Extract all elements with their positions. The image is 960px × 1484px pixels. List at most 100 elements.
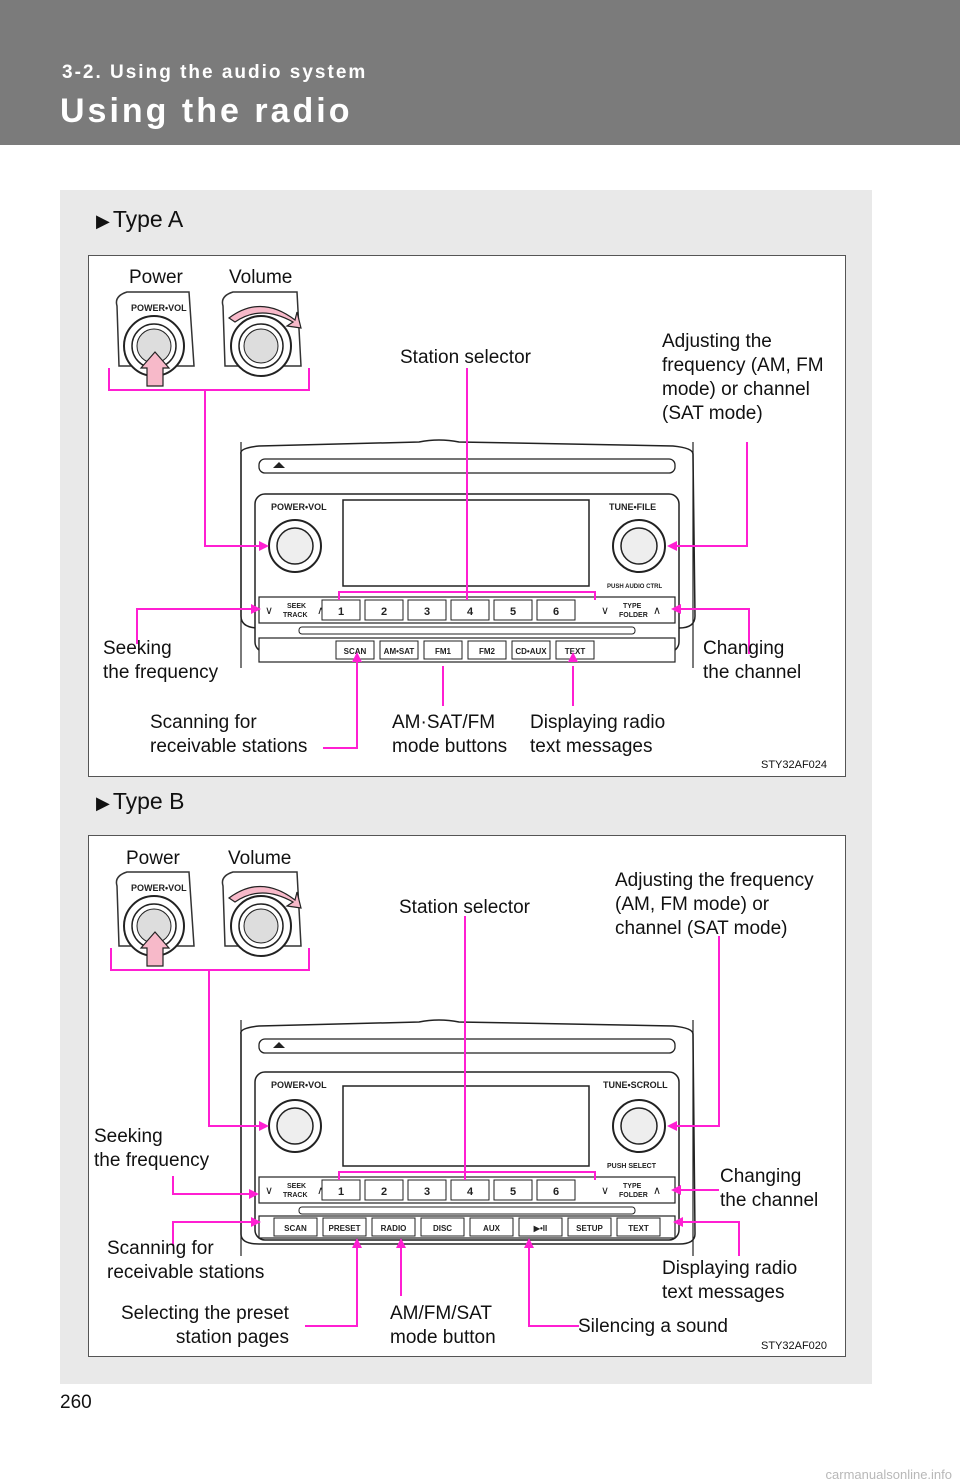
triangle-right-icon: ▶ (96, 211, 110, 231)
figure-code-a: STY32AF024 (761, 759, 828, 771)
function-label: PRESET (328, 1224, 360, 1233)
type-b-drawing: POWER•VOL POWER•VOL TUNE•SCROLL PUSH SEL… (110, 871, 740, 1327)
preset-button (536, 1179, 576, 1201)
function-button (567, 1217, 612, 1237)
type-a-drawing: POWER•VOL POWER•VOL TUNE•FILE PUSH AUDIO… (108, 291, 750, 749)
volume-label-b: Volume (228, 848, 292, 869)
figure-type-a: POWER•VOL POWER•VOL TUNE•FILE PUSH AUDIO… (88, 255, 846, 777)
unit-a-right-knob-sub: PUSH AUDIO CTRL (607, 584, 662, 590)
function-label: SCAN (344, 647, 367, 656)
function-label: CD•AUX (515, 647, 547, 656)
preset-button (364, 599, 404, 621)
unit-a-right-knob-label: TUNE•FILE (609, 502, 656, 512)
preset-button (536, 599, 576, 621)
volume-knob-illustration-b (221, 871, 302, 957)
station-selector-label-a: Station selector (400, 347, 531, 368)
seeking-label-b: Seeking the frequency (94, 1126, 210, 1171)
preset-label: 2 (381, 1186, 387, 1198)
preset-button (407, 1179, 447, 1201)
scanning-label-b: Scanning for receivable stations (107, 1238, 265, 1283)
mode-buttons-label-a: AM·SAT/FM mode buttons (392, 712, 508, 757)
function-label: AM•SAT (384, 647, 415, 656)
function-button (273, 1217, 318, 1237)
function-label: DISC (433, 1224, 452, 1233)
power-knob-illustration-b: POWER•VOL (115, 871, 195, 967)
preset-button (450, 1179, 490, 1201)
unit-b-buttons: SCAN PRESET RADIO DISC AUX ▶•II SETUP TEXT (273, 1217, 661, 1237)
svg-text:∧: ∧ (317, 605, 325, 617)
preset-label: 1 (338, 1186, 344, 1198)
function-label: RADIO (381, 1224, 407, 1233)
preset-button (493, 1179, 533, 1201)
unit-b-left-knob-label: POWER•VOL (271, 1080, 327, 1090)
function-button (322, 1217, 367, 1237)
changing-label-a: Changing the channel (703, 638, 802, 683)
svg-text:∨: ∨ (601, 1185, 609, 1197)
function-button (379, 640, 419, 660)
preset-pages-label-b: Selecting the preset station pages (121, 1303, 289, 1348)
function-button (423, 640, 463, 660)
svg-text:TRACK: TRACK (283, 1192, 308, 1199)
type-b-heading: ▶Type B (96, 788, 185, 814)
preset-button (321, 599, 361, 621)
unit-b-right-knob-sub: PUSH SELECT (607, 1163, 657, 1170)
preset-button (450, 599, 490, 621)
function-button (469, 1217, 514, 1237)
figure-code-b: STY32AF020 (761, 1340, 828, 1352)
svg-text:∧: ∧ (317, 1185, 325, 1197)
adjusting-label-b: Adjusting the frequency (AM, FM mode) or… (615, 870, 814, 939)
type-a-heading: ▶Type A (96, 206, 184, 232)
knob-text-b: POWER•VOL (131, 883, 187, 893)
callout-arrowheads-b (249, 1121, 683, 1248)
function-label: SETUP (576, 1224, 603, 1233)
function-button (420, 1217, 465, 1237)
function-label: TEXT (628, 1224, 649, 1233)
svg-text:FOLDER: FOLDER (619, 1192, 648, 1199)
preset-label: 6 (553, 606, 559, 618)
function-label: AUX (483, 1224, 501, 1233)
function-label: ▶•II (533, 1224, 547, 1233)
preset-button (407, 599, 447, 621)
function-button (518, 1217, 563, 1237)
power-label-b: Power (126, 848, 180, 869)
svg-text:TYPE: TYPE (623, 603, 642, 610)
preset-label: 4 (467, 1186, 474, 1198)
adjusting-label-a: Adjusting the frequency (AM, FM mode) or… (662, 331, 824, 424)
displaying-label-b: Displaying radio text messages (662, 1258, 798, 1303)
svg-text:SEEK: SEEK (287, 1183, 306, 1190)
function-label: SCAN (284, 1224, 307, 1233)
callout-arrowheads-a (251, 541, 681, 662)
unit-a-left-knob-label: POWER•VOL (271, 502, 327, 512)
function-button (371, 1217, 416, 1237)
station-selector-label-b: Station selector (399, 897, 530, 918)
function-button (467, 640, 507, 660)
triangle-right-icon: ▶ (96, 793, 110, 813)
preset-label: 3 (424, 606, 430, 618)
power-knob-illustration: POWER•VOL (115, 291, 195, 387)
svg-text:∧: ∧ (653, 1185, 661, 1197)
preset-label: 1 (338, 606, 344, 618)
preset-label: 4 (467, 606, 474, 618)
volume-label-a: Volume (229, 267, 293, 288)
svg-text:SEEK: SEEK (287, 603, 306, 610)
preset-button (493, 599, 533, 621)
function-button (616, 1217, 661, 1237)
svg-text:∨: ∨ (601, 605, 609, 617)
svg-text:∨: ∨ (265, 1185, 273, 1197)
preset-button (321, 1179, 361, 1201)
svg-text:∨: ∨ (265, 605, 273, 617)
function-button (511, 640, 551, 660)
scanning-label-a: Scanning for receivable stations (150, 712, 308, 757)
displaying-label-a: Displaying radio text messages (530, 712, 666, 757)
radio-unit-b: POWER•VOL TUNE•SCROLL PUSH SELECT ∨ SEEK… (240, 1019, 696, 1256)
svg-text:TYPE: TYPE (623, 1183, 642, 1190)
preset-button (364, 1179, 404, 1201)
preset-label: 5 (510, 606, 516, 618)
preset-label: 6 (553, 1186, 559, 1198)
preset-label: 5 (510, 1186, 516, 1198)
changing-label-b: Changing the channel (720, 1166, 819, 1211)
svg-text:∧: ∧ (653, 605, 661, 617)
unit-b-right-knob-label: TUNE•SCROLL (603, 1080, 668, 1090)
